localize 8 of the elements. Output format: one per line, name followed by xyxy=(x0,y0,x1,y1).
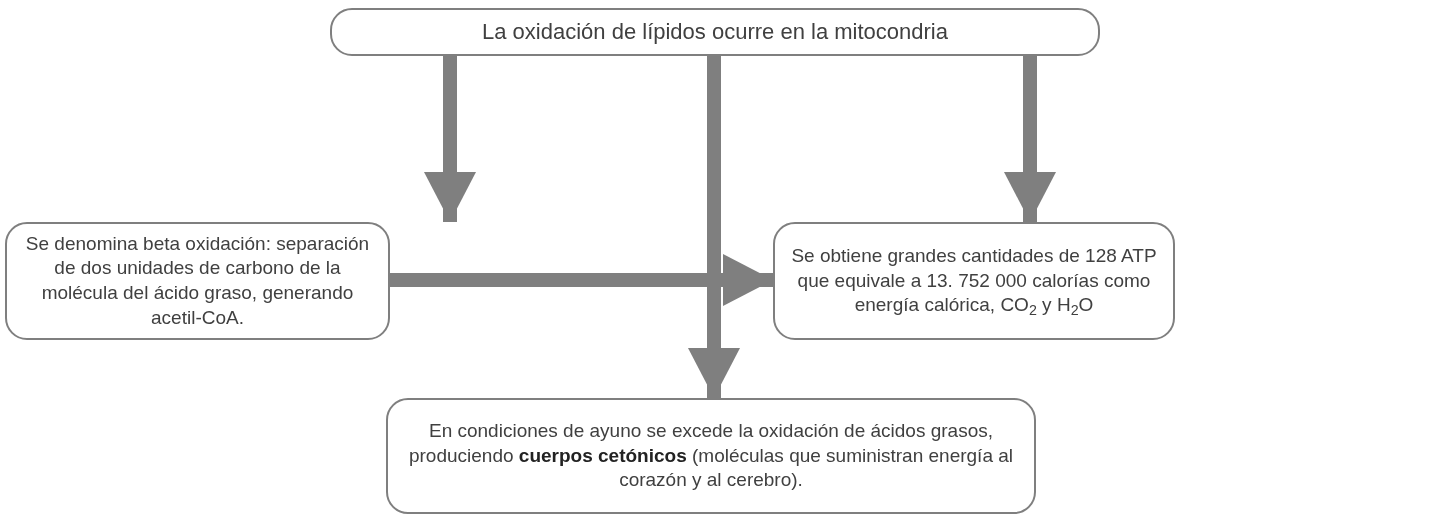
rounded-box xyxy=(330,8,1100,56)
box-text: La oxidación de lípidos ocurre en la mitocondria xyxy=(482,18,948,46)
rounded-box xyxy=(5,222,390,340)
box-text: En condiciones de ayuno se excede la oxidación de ácidos grasos, produciendo cuerpos cetónicos (moléculas que suministran energía al corazón y al cerebro). xyxy=(407,418,1015,493)
box-text: Se denomina beta oxidación: separación de dos unidades de carbono de la molécula del ácido graso, generando acetil-CoA. xyxy=(24,231,371,330)
rounded-box xyxy=(773,222,1175,340)
rounded-box xyxy=(386,398,1036,514)
box-text: Se obtiene grandes cantidades de 128 ATP que equivale a 13. 752 000 calorías como energía calórica, CO$_{2}$ y H$_{2}$O xyxy=(791,243,1157,319)
